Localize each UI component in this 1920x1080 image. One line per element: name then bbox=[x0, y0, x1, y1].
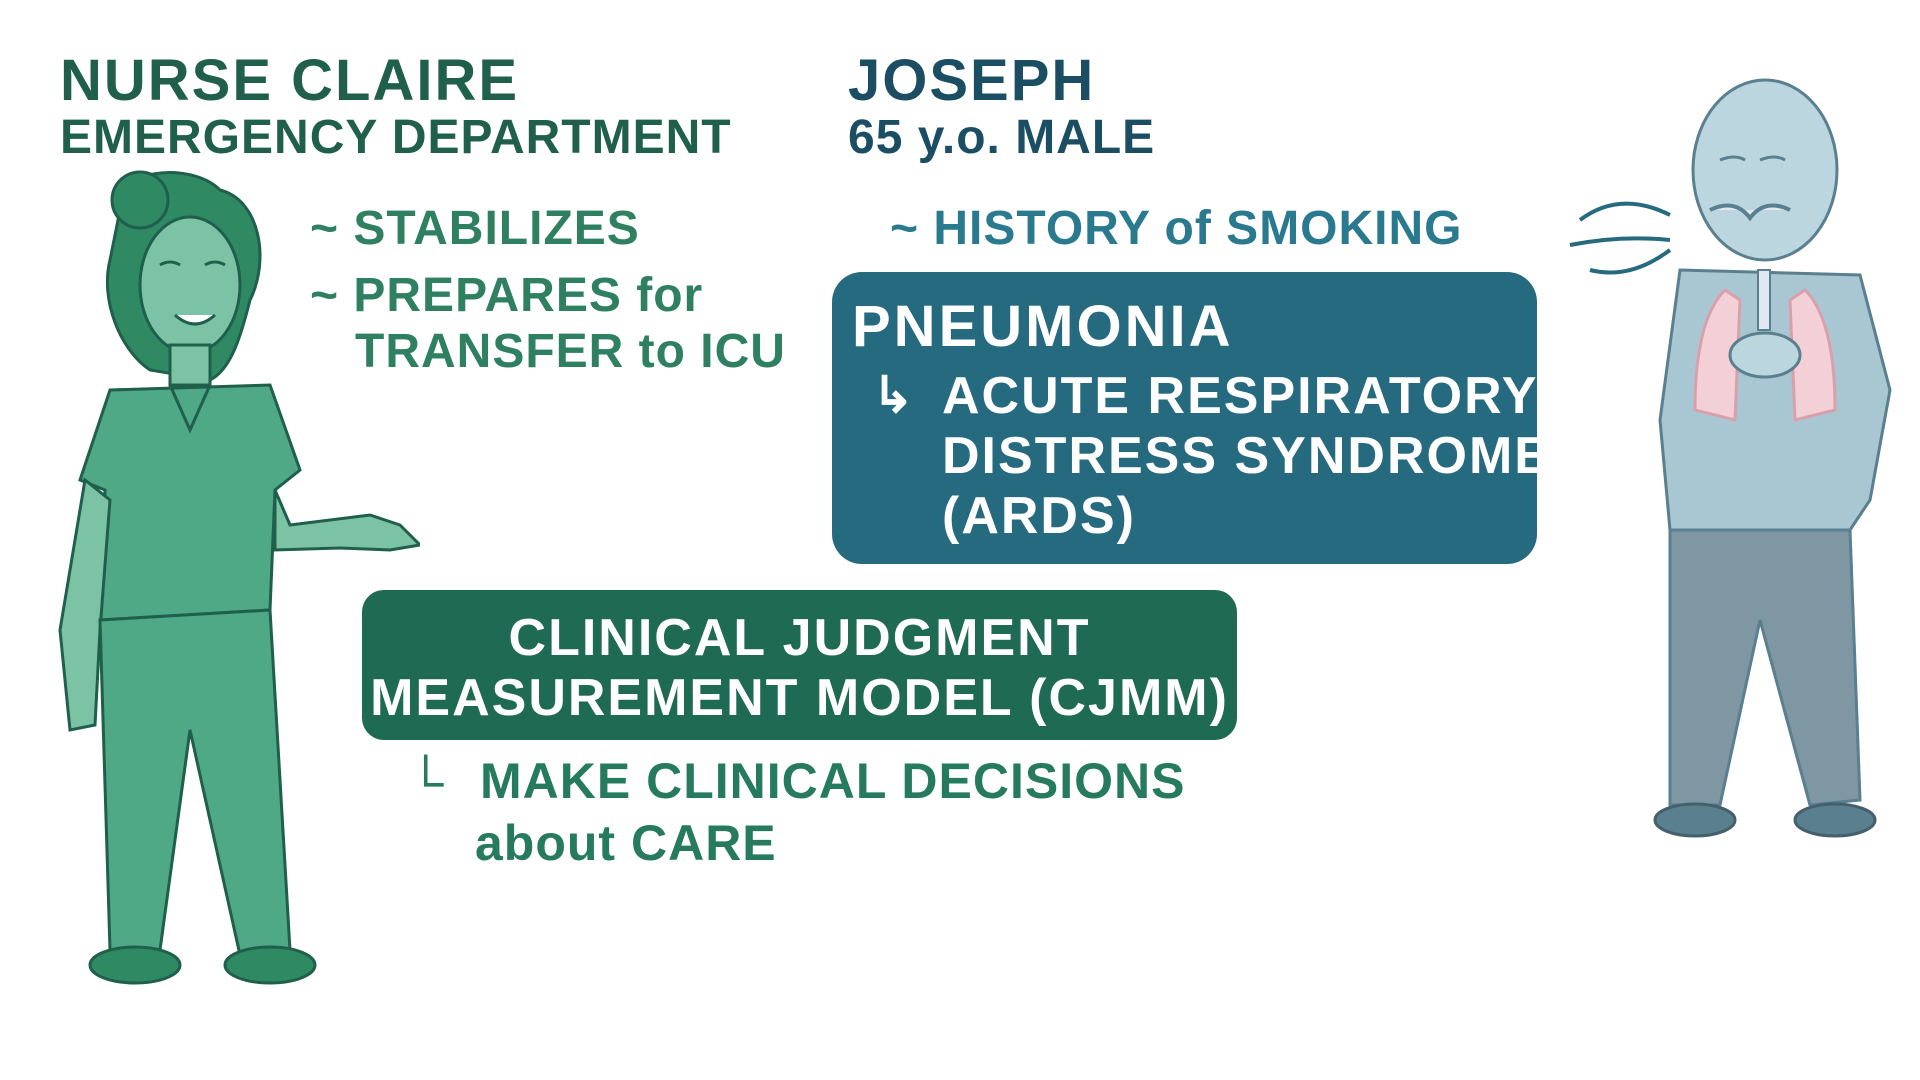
nurse-role-stabilizes: ~ STABILIZES bbox=[310, 202, 640, 255]
nurse-name: NURSE CLAIRE bbox=[60, 48, 520, 113]
cjmm-line-1: CLINICAL JUDGMENT bbox=[508, 609, 1091, 667]
diagnosis-title: PNEUMONIA bbox=[852, 294, 1234, 359]
patient-joseph-illustration bbox=[1569, 78, 1892, 838]
diagnosis-line-2: DISTRESS SYNDROME bbox=[942, 427, 1551, 485]
diagnosis-box bbox=[832, 272, 1537, 564]
patient-age-sex: 65 y.o. MALE bbox=[848, 111, 1156, 164]
cjmm-line-2: MEASUREMENT MODEL (CJMM) bbox=[370, 669, 1229, 727]
diagnosis-line-3: (ARDS) bbox=[942, 487, 1136, 545]
diagnosis-line-1: ACUTE RESPIRATORY bbox=[942, 367, 1539, 425]
cjmm-sub-line-1: MAKE CLINICAL DECISIONS bbox=[480, 753, 1186, 809]
patient-name: JOSEPH bbox=[848, 48, 1096, 113]
cjmm-sub-line-2: about CARE bbox=[475, 815, 777, 871]
cjmm-arrow-icon: └ bbox=[408, 755, 445, 811]
nurse-role-prepares: ~ PREPARES for bbox=[310, 269, 704, 322]
diagnosis-arrow-icon: ↳ bbox=[872, 367, 915, 423]
nurse-claire-illustration bbox=[58, 170, 420, 985]
nurse-role-transfer: TRANSFER to ICU bbox=[355, 325, 786, 378]
cjmm-box bbox=[362, 590, 1237, 740]
patient-history: ~ HISTORY of SMOKING bbox=[890, 202, 1463, 255]
nurse-department: EMERGENCY DEPARTMENT bbox=[60, 111, 732, 164]
